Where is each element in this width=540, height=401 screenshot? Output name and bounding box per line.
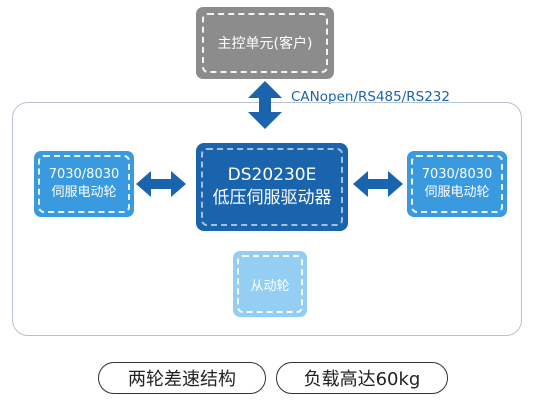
- main-control-unit-label: 主控单元(客户): [217, 36, 313, 52]
- right-double-arrow: [353, 171, 403, 197]
- servo-wheel-right-name: 伺服电动轮: [424, 185, 490, 200]
- vertical-double-arrow: [248, 81, 282, 129]
- servo-driver-model: DS20230E: [227, 165, 317, 186]
- left-double-arrow: [136, 171, 186, 197]
- servo-wheel-right-model: 7030/8030: [421, 166, 493, 182]
- tag-differential-structure: 两轮差速结构: [98, 362, 266, 394]
- driven-wheel-label: 从动轮: [250, 278, 290, 294]
- servo-wheel-right: 7030/8030 伺服电动轮: [407, 151, 507, 217]
- main-control-unit: 主控单元(客户): [196, 7, 334, 79]
- servo-driver: DS20230E 低压伺服驱动器: [196, 143, 348, 231]
- driven-wheel: 从动轮: [233, 251, 307, 317]
- servo-wheel-left-name: 伺服电动轮: [51, 185, 117, 200]
- tag-load-capacity: 负载高达60kg: [276, 362, 448, 394]
- servo-driver-name: 低压伺服驱动器: [212, 188, 332, 208]
- protocol-label: CANopen/RS485/RS232: [291, 89, 450, 105]
- servo-wheel-left-model: 7030/8030: [48, 166, 120, 182]
